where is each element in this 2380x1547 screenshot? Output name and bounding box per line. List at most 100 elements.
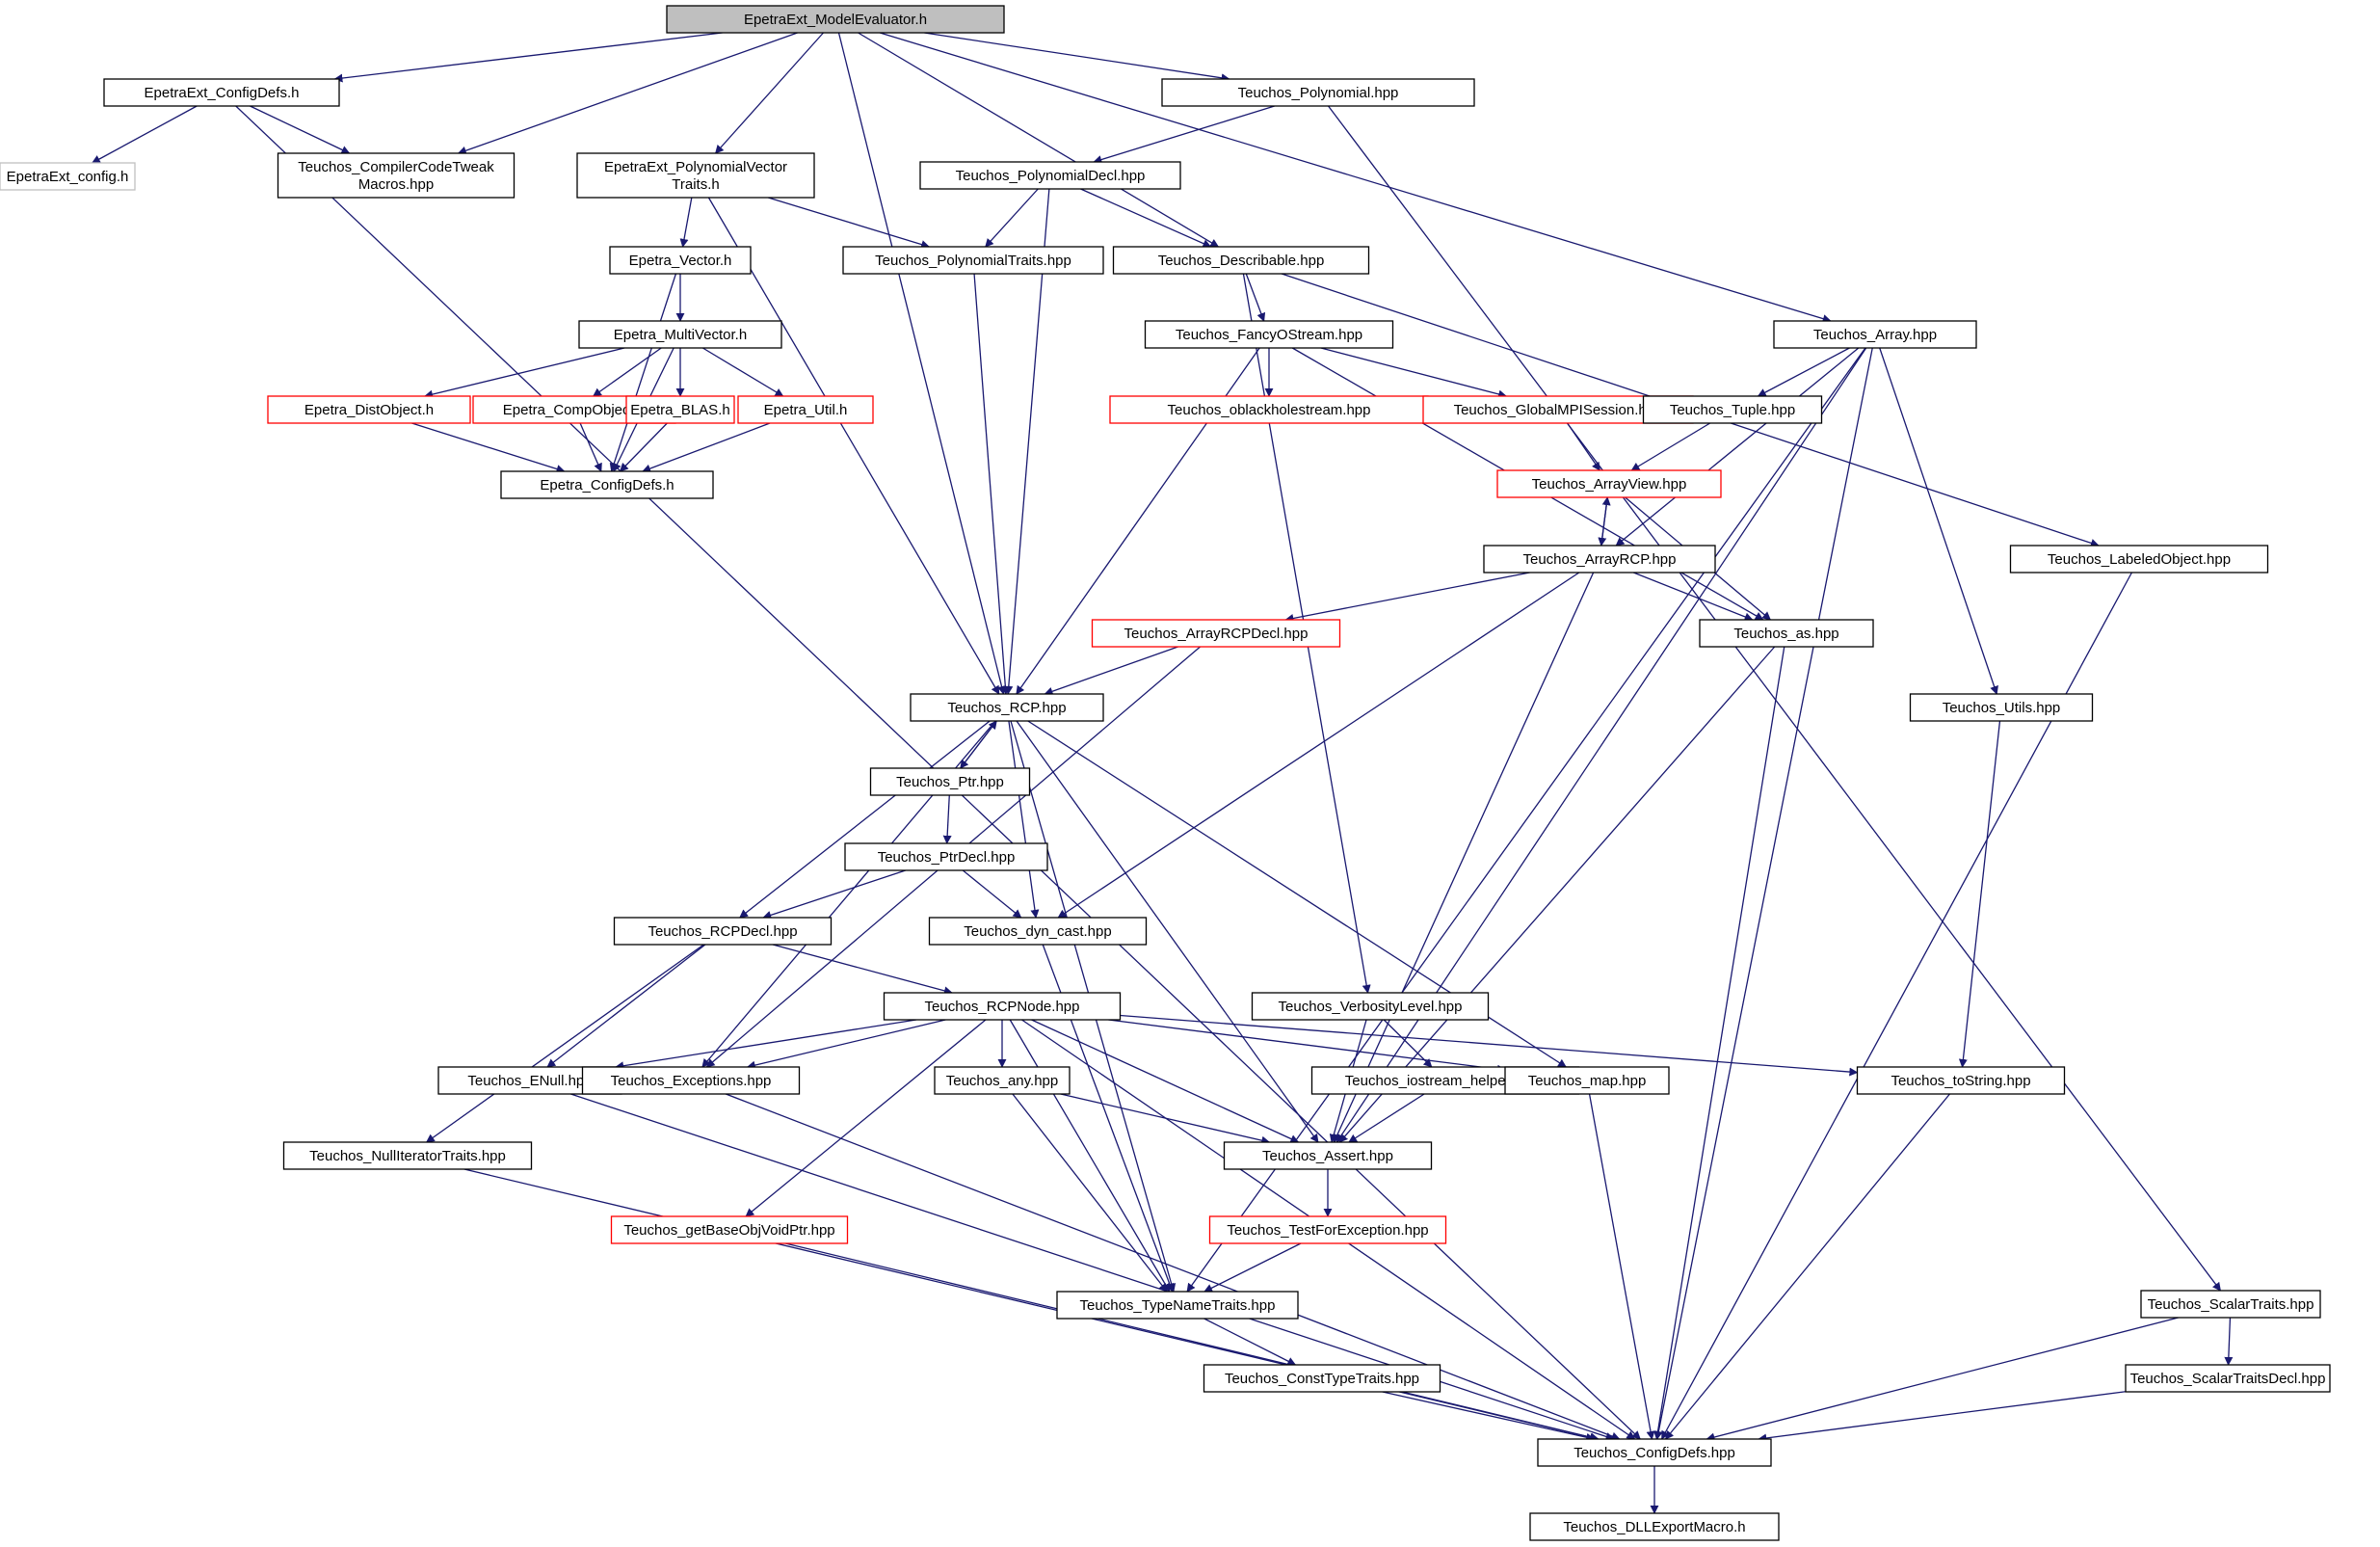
- node-label: Teuchos_FancyOStream.hpp: [1176, 327, 1362, 343]
- edge-epetraext_configdefs-to-epetraext_config: [91, 105, 198, 164]
- node-oblackholestream[interactable]: Teuchos_oblackholestream.hpp: [1109, 395, 1429, 424]
- node-label: Teuchos_ConstTypeTraits.hpp: [1225, 1371, 1419, 1387]
- edge-rcpnode-to-enull: [615, 1019, 917, 1071]
- node-scalartraits[interactable]: Teuchos_ScalarTraits.hpp: [2140, 1290, 2321, 1319]
- node-box: [1203, 1364, 1441, 1393]
- node-label: Teuchos_RCPDecl.hpp: [648, 923, 797, 940]
- edge-modelevaluator-to-rcp: [837, 32, 1006, 695]
- edge-as-to-assert: [1338, 646, 1776, 1143]
- node-map[interactable]: Teuchos_map.hpp: [1504, 1066, 1670, 1095]
- node-dyn_cast[interactable]: Teuchos_dyn_cast.hpp: [928, 917, 1148, 946]
- node-ptr[interactable]: Teuchos_Ptr.hpp: [869, 767, 1031, 796]
- node-verbositylevel[interactable]: Teuchos_VerbosityLevel.hpp: [1251, 992, 1490, 1021]
- node-dllexportmacro[interactable]: Teuchos_DLLExportMacro.h: [1529, 1512, 1780, 1541]
- node-epetra_multivector[interactable]: Epetra_MultiVector.h: [578, 320, 782, 349]
- edge-ptrdecl-to-dyn_cast: [962, 869, 1022, 919]
- node-box: [1208, 1215, 1447, 1244]
- node-box: [737, 395, 874, 424]
- node-exceptions[interactable]: Teuchos_Exceptions.hpp: [581, 1066, 801, 1095]
- node-tuple[interactable]: Teuchos_Tuple.hpp: [1642, 395, 1823, 424]
- node-any[interactable]: Teuchos_any.hpp: [934, 1066, 1071, 1095]
- node-polynomialtraits[interactable]: Teuchos_PolynomialTraits.hpp: [842, 246, 1104, 275]
- node-epetra_vector[interactable]: Epetra_Vector.h: [609, 246, 752, 275]
- edge-scalartraits-to-scalartraitsdecl: [2224, 1317, 2234, 1366]
- node-testforexception[interactable]: Teuchos_TestForException.hpp: [1208, 1215, 1447, 1244]
- node-box: [1529, 1512, 1780, 1541]
- node-fancyostream[interactable]: Teuchos_FancyOStream.hpp: [1144, 320, 1394, 349]
- node-scalartraitsdecl[interactable]: Teuchos_ScalarTraitsDecl.hpp: [2125, 1364, 2331, 1393]
- node-box: [1056, 1291, 1299, 1320]
- node-epetra_util[interactable]: Epetra_Util.h: [737, 395, 874, 424]
- edge-polynomial-to-polynomialdecl: [1093, 105, 1275, 164]
- node-consttypetraits[interactable]: Teuchos_ConstTypeTraits.hpp: [1203, 1364, 1441, 1393]
- node-assert[interactable]: Teuchos_Assert.hpp: [1223, 1141, 1433, 1170]
- node-rcp[interactable]: Teuchos_RCP.hpp: [910, 693, 1104, 722]
- node-describable[interactable]: Teuchos_Describable.hpp: [1112, 246, 1370, 275]
- node-modelevaluator[interactable]: EpetraExt_ModelEvaluator.h: [666, 5, 1005, 34]
- node-array[interactable]: Teuchos_Array.hpp: [1773, 320, 1977, 349]
- node-ptrdecl[interactable]: Teuchos_PtrDecl.hpp: [844, 842, 1048, 871]
- node-polynomialdecl[interactable]: Teuchos_PolynomialDecl.hpp: [919, 161, 1181, 190]
- node-epetraext_configdefs[interactable]: EpetraExt_ConfigDefs.h: [103, 78, 340, 107]
- node-label: Teuchos_LabeledObject.hpp: [2048, 551, 2231, 568]
- node-label: EpetraExt_PolynomialVector: [604, 159, 787, 175]
- edge-ptrdecl-to-rcpdecl: [762, 869, 907, 920]
- node-teuchos_configdefs[interactable]: Teuchos_ConfigDefs.hpp: [1537, 1438, 1772, 1467]
- edge-any-to-typenametraits: [1012, 1093, 1168, 1293]
- node-getbaseobjvoidptr[interactable]: Teuchos_getBaseObjVoidPtr.hpp: [610, 1215, 849, 1244]
- edge-polynomialtraits-to-rcp: [973, 273, 1010, 695]
- edge-epetra_multivector-to-epetra_util: [701, 347, 784, 397]
- node-rcpdecl[interactable]: Teuchos_RCPDecl.hpp: [613, 917, 833, 946]
- node-labeledobject[interactable]: Teuchos_LabeledObject.hpp: [2009, 545, 2269, 573]
- edge-epetra_vector-to-epetra_configdefs: [609, 273, 677, 472]
- node-box: [267, 395, 471, 424]
- node-blas[interactable]: Epetra_BLAS.h: [625, 395, 735, 424]
- node-distobject[interactable]: Epetra_DistObject.h: [267, 395, 471, 424]
- node-box: [1642, 395, 1823, 424]
- node-box: [103, 78, 340, 107]
- edge-rcpnode-to-typenametraits: [1009, 1019, 1171, 1293]
- node-label: Epetra_CompObject.h: [503, 402, 646, 418]
- node-box: [928, 917, 1148, 946]
- edge-as-to-teuchos_configdefs: [1653, 646, 1785, 1440]
- node-arrayrcpdecl[interactable]: Teuchos_ArrayRCPDecl.hpp: [1091, 619, 1341, 648]
- node-polynomial[interactable]: Teuchos_Polynomial.hpp: [1161, 78, 1475, 107]
- node-box: [1223, 1141, 1433, 1170]
- node-box: [1483, 545, 1716, 573]
- edge-ptr-to-ptrdecl: [942, 794, 952, 844]
- node-arrayview[interactable]: Teuchos_ArrayView.hpp: [1496, 469, 1722, 498]
- node-label: Teuchos_CompilerCodeTweak: [298, 159, 494, 175]
- node-nulliteratortraits[interactable]: Teuchos_NullIteratorTraits.hpp: [282, 1141, 533, 1170]
- node-as[interactable]: Teuchos_as.hpp: [1699, 619, 1874, 648]
- edge-arrayrcp-to-arrayview: [1600, 496, 1611, 547]
- node-label: Epetra_ConfigDefs.h: [540, 477, 674, 493]
- edge-epetraext_configdefs-to-compilercodetweak: [250, 105, 351, 154]
- node-box: [0, 162, 136, 191]
- node-tostring[interactable]: Teuchos_toString.hpp: [1856, 1066, 2066, 1095]
- edge-arrayrcp-to-assert: [1333, 572, 1595, 1143]
- node-label: Teuchos_TestForException.hpp: [1227, 1222, 1428, 1239]
- node-arrayrcp[interactable]: Teuchos_ArrayRCP.hpp: [1483, 545, 1716, 573]
- edge-consttypetraits-to-teuchos_configdefs: [1382, 1391, 1596, 1442]
- node-rcpnode[interactable]: Teuchos_RCPNode.hpp: [883, 992, 1122, 1021]
- node-label: Macros.hpp: [358, 176, 434, 193]
- node-label: Teuchos_Describable.hpp: [1158, 253, 1325, 269]
- edge-modelevaluator-to-polynomial: [924, 32, 1230, 83]
- node-label: Teuchos_Ptr.hpp: [896, 774, 1004, 790]
- node-label: Teuchos_ConfigDefs.hpp: [1573, 1445, 1735, 1461]
- node-typenametraits[interactable]: Teuchos_TypeNameTraits.hpp: [1056, 1291, 1299, 1320]
- node-box: [883, 992, 1122, 1021]
- node-box: [2140, 1290, 2321, 1319]
- edge-rcpnode-to-tostring: [1120, 1014, 1859, 1077]
- edge-rcpnode-to-getbaseobjvoidptr: [745, 1019, 987, 1217]
- node-box: [934, 1066, 1071, 1095]
- edge-rcpnode-to-exceptions: [746, 1019, 946, 1070]
- node-epetra_configdefs[interactable]: Epetra_ConfigDefs.h: [500, 470, 714, 499]
- node-epetraext_config[interactable]: EpetraExt_config.h: [0, 162, 136, 191]
- node-box: [1109, 395, 1429, 424]
- edge-modelevaluator-to-epetraext_configdefs: [333, 32, 723, 83]
- node-utils[interactable]: Teuchos_Utils.hpp: [1909, 693, 2094, 722]
- node-label: Teuchos_ArrayRCP.hpp: [1523, 551, 1677, 568]
